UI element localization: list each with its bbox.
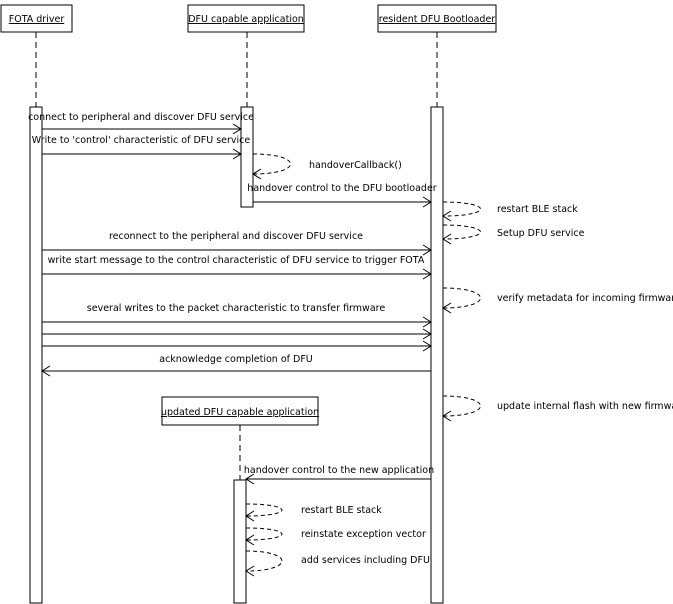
activation-fota-driver [29,106,43,604]
self-message-label: restart BLE stack [497,204,578,215]
message-handover-new-application: handover control to the new application [244,465,434,485]
message-handover-bootloader: handover control to the DFU bootloader [247,183,437,208]
participant-dfu-capable-application: DFU capable application [187,4,305,33]
participant-label: DFU capable application [188,14,304,25]
message-reconnect: reconnect to the peripheral and discover… [42,231,432,256]
participant-box [161,396,319,426]
message-label: handover control to the new application [244,465,434,476]
message-label: reconnect to the peripheral and discover… [109,231,363,242]
self-message-add-services: add services including DFU [245,550,430,577]
message-several-writes: several writes to the packet characteris… [42,303,432,352]
participant-resident-dfu-bootloader: resident DFU Bootloader [377,4,497,33]
message-label: connect to peripheral and discover DFU s… [28,112,254,123]
message-label: Write to 'control' characteristic of DFU… [32,135,251,146]
activation-updated-dfu-capable-application [233,479,247,604]
participant-box [187,4,305,33]
self-message-verify-metadata: verify metadata for incoming firmware [442,287,673,314]
message-write-control: Write to 'control' characteristic of DFU… [32,135,251,160]
participant-updated-dfu-capable-application: updated DFU capable application [161,396,319,426]
participant-label: resident DFU Bootloader [379,14,496,25]
self-message-label: add services including DFU [301,555,430,566]
message-connect: connect to peripheral and discover DFU s… [28,112,254,135]
activation-dfu-capable-application [240,106,254,208]
self-message-reinstate-exception-vector: reinstate exception vector [245,527,426,546]
self-message-restart-ble-stack: restart BLE stack [442,201,578,222]
self-message-label: handoverCallback() [309,160,402,171]
self-message-label: restart BLE stack [301,505,382,516]
message-label: acknowledge completion of DFU [159,354,313,365]
self-message-restart-ble-stack-new-app: restart BLE stack [245,503,382,522]
message-label: several writes to the packet characteris… [87,303,386,314]
self-message-setup-dfu-service: Setup DFU service [442,224,585,245]
self-message-label: reinstate exception vector [301,529,426,540]
self-message-handover-callback: handoverCallback() [252,153,402,180]
participant-label: FOTA driver [9,14,65,25]
message-label: handover control to the DFU bootloader [247,183,436,194]
message-label: write start message to the control chara… [48,255,425,266]
participant-label: updated DFU capable application [161,407,319,418]
participant-box [0,4,73,33]
self-message-label: verify metadata for incoming firmware [497,293,673,304]
self-message-update-flash: update internal flash with new firmware [442,395,673,422]
self-message-label: Setup DFU service [497,228,585,239]
message-write-start: write start message to the control chara… [42,255,432,280]
message-acknowledge-completion: acknowledge completion of DFU [41,354,431,377]
activation-resident-dfu-bootloader [430,106,444,604]
participant-fota-driver: FOTA driver [0,4,73,33]
self-message-label: update internal flash with new firmware [497,401,673,412]
